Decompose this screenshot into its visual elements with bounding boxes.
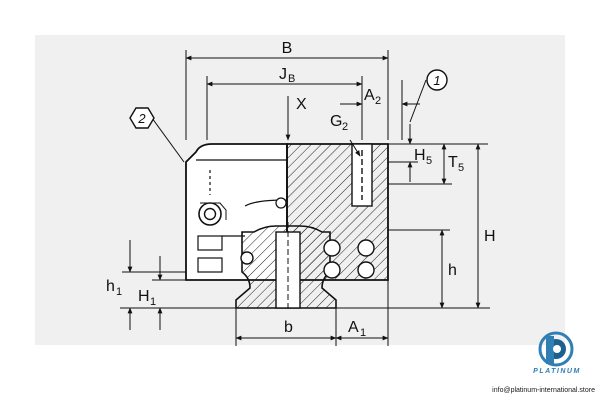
- label-h1-sub: 1: [116, 286, 122, 298]
- label-B: B: [282, 40, 293, 57]
- label-T5: T: [448, 154, 458, 171]
- label-A2: A: [364, 87, 375, 104]
- label-JB-sub: B: [288, 73, 295, 85]
- label-H5-sub: 5: [426, 155, 432, 167]
- dimension-lines: [120, 50, 490, 346]
- label-A2-sub: 2: [375, 95, 381, 107]
- callout-1: 1: [426, 69, 448, 91]
- label-h: h: [448, 262, 457, 279]
- label-X: X: [296, 96, 307, 113]
- label-b: b: [284, 319, 293, 336]
- label-A1: A: [348, 319, 359, 336]
- label-H5: H: [414, 147, 426, 164]
- label-T5-sub: 5: [458, 162, 464, 174]
- brand-name: PLATINUM: [533, 368, 581, 375]
- left-details: [196, 159, 288, 273]
- callout-2-label: 2: [137, 111, 146, 126]
- label-H: H: [484, 228, 496, 245]
- dimension-labels: B J B X A 2 G 2 H 5 T 5 H h h 1 H 1 b A …: [106, 40, 496, 339]
- label-A1-sub: 1: [360, 327, 366, 339]
- screw-hole: [351, 143, 373, 207]
- label-H1-sub: 1: [150, 296, 156, 308]
- guide-rail: [235, 222, 337, 312]
- rolling-balls: [240, 239, 375, 279]
- label-H1: H: [138, 288, 150, 305]
- label-G2: G: [330, 113, 342, 130]
- callout-2: 2: [129, 107, 155, 129]
- platinum-logo: [538, 331, 574, 367]
- brand-email: info@platinum-international.store: [492, 387, 595, 394]
- label-G2-sub: 2: [342, 121, 348, 133]
- callout-1-label: 1: [433, 73, 440, 88]
- label-h1: h: [106, 278, 115, 295]
- label-JB: J: [279, 66, 287, 83]
